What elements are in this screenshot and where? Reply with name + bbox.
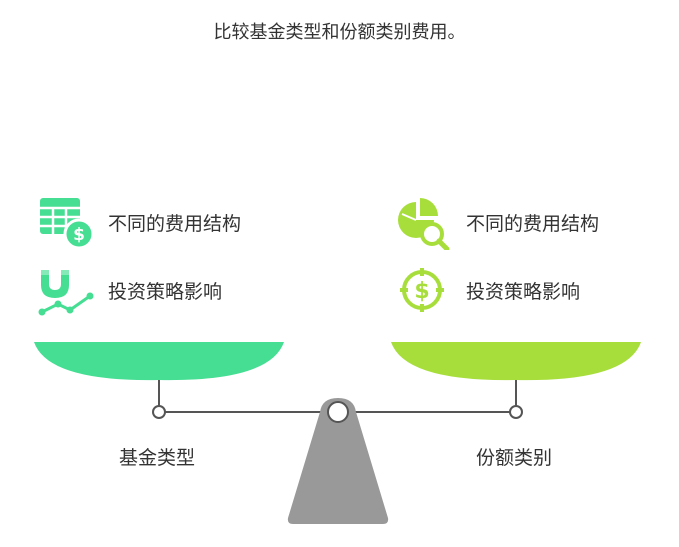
left-item-strategy-impact: 投资策略影响 <box>38 270 223 316</box>
scale-fulcrum <box>287 398 389 524</box>
fulcrum-pivot <box>327 401 349 423</box>
left-pan-label: 基金类型 <box>119 447 196 469</box>
left-item-label: 投资策略影响 <box>108 281 223 303</box>
right-beam-joint <box>509 405 523 419</box>
right-item-label: 不同的费用结构 <box>466 213 600 235</box>
svg-text:$: $ <box>73 225 85 245</box>
right-item-strategy-impact: $ 投资策略影响 <box>396 268 581 312</box>
magnet-trend-icon <box>38 270 94 316</box>
left-item-label: 不同的费用结构 <box>108 213 242 235</box>
svg-text:$: $ <box>414 279 429 304</box>
right-pan <box>391 342 641 381</box>
dollar-target-icon: $ <box>400 268 444 312</box>
spreadsheet-dollar-icon: $ <box>40 198 94 250</box>
left-item-fee-structure: $ 不同的费用结构 <box>38 198 242 250</box>
left-pan <box>34 342 284 381</box>
page-title: 比较基金类型和份额类别费用。 <box>213 22 466 43</box>
right-item-label: 投资策略影响 <box>466 281 581 303</box>
right-pan-label: 份额类别 <box>476 447 553 469</box>
pie-chart-search-icon <box>398 198 450 250</box>
left-beam-joint <box>152 405 166 419</box>
right-item-fee-structure: 不同的费用结构 <box>396 198 600 250</box>
